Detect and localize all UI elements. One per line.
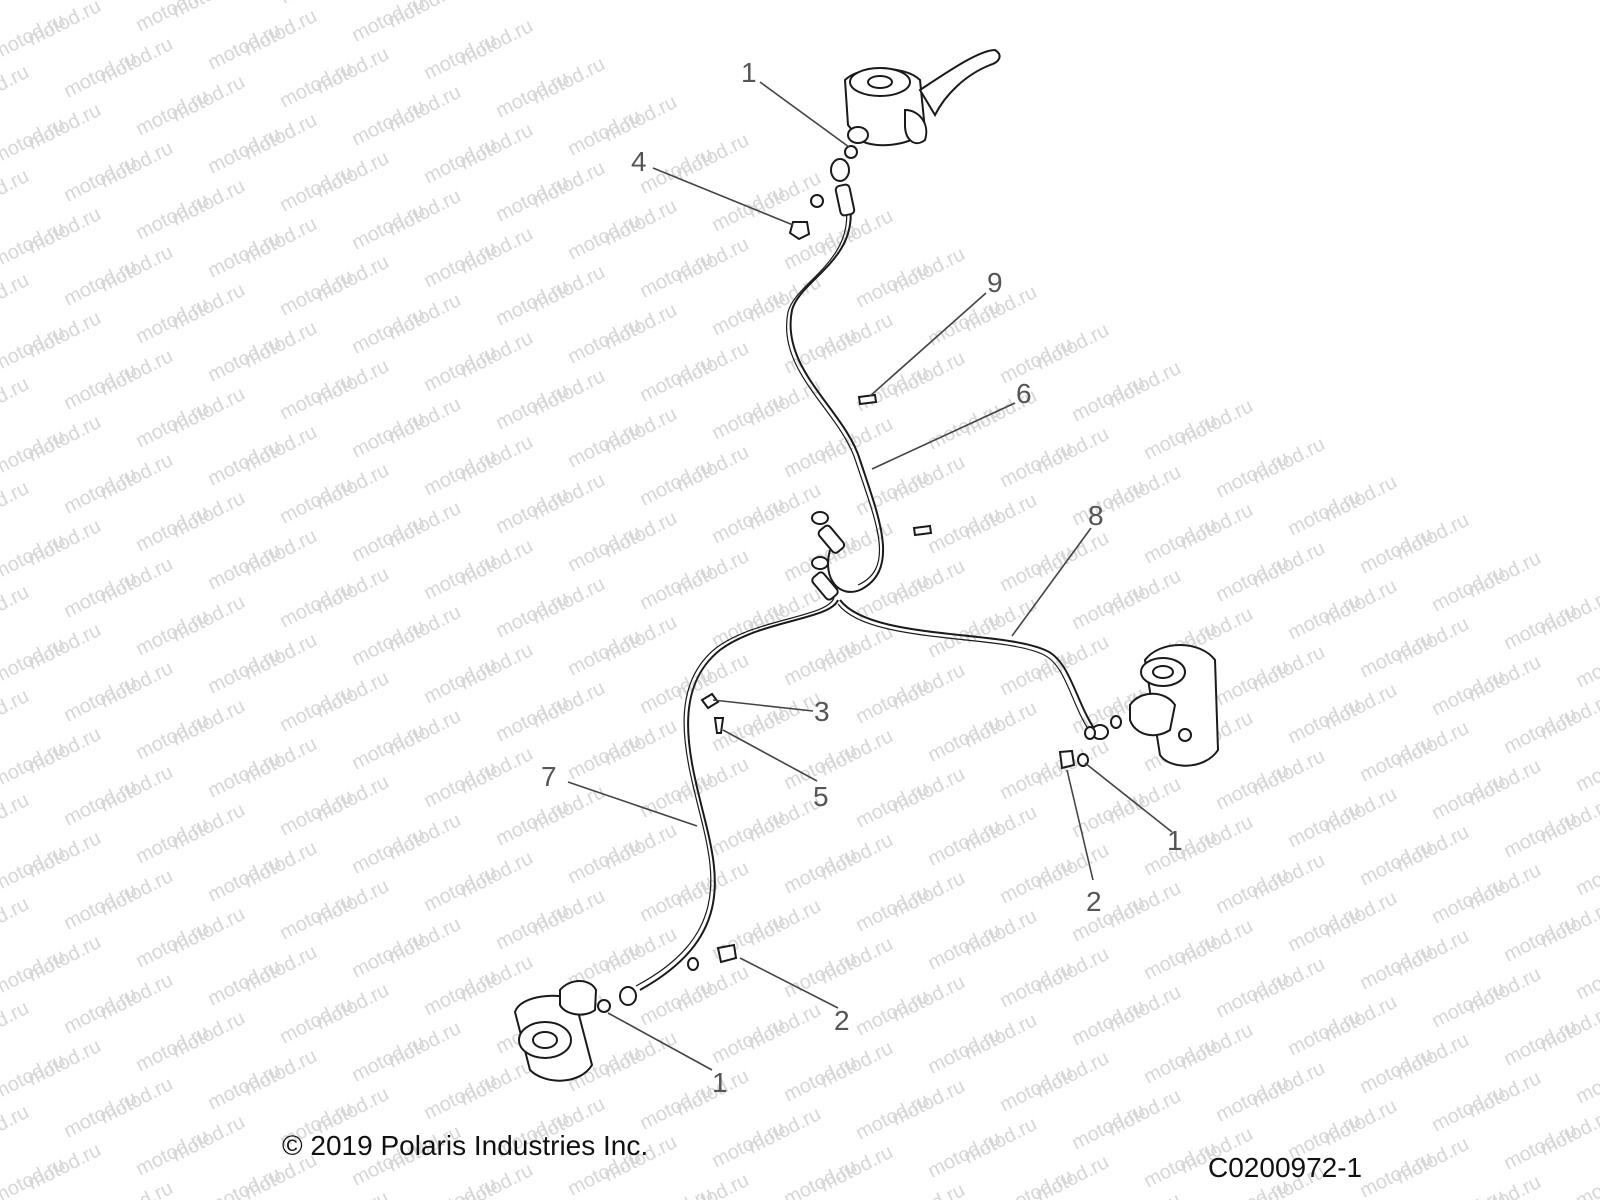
banjo-bolt-top (788, 221, 811, 241)
brake-hose-right-inner (837, 603, 1091, 733)
watermark-text: motod.ru (0, 0, 33, 12)
brake-hose-left-inner (635, 597, 835, 987)
leader-4 (652, 167, 794, 226)
watermark-text: motod.ru (0, 789, 33, 844)
callout-8: 8 (1088, 500, 1104, 531)
leader-5 (722, 729, 818, 782)
callout-1-right: 1 (1167, 825, 1183, 856)
copyright-notice: © 2019 Polaris Industries Inc. (282, 1130, 649, 1161)
callout-3: 3 (814, 696, 830, 727)
crush-washer-left-a (597, 999, 611, 1013)
hose-clip-mid (912, 524, 933, 537)
figure-code: C0200972-1 (1208, 1152, 1363, 1183)
callout-2-left: 2 (834, 1005, 850, 1036)
banjo-fitting-upper (830, 158, 850, 182)
brake-hose-left (639, 599, 839, 991)
callout-5: 5 (813, 781, 829, 812)
watermark-text: motod.ru (888, 1179, 968, 1200)
callout-4: 4 (631, 146, 647, 177)
watermark-text: motod.ru (0, 165, 33, 220)
crush-washer-left-b (687, 957, 699, 971)
watermark-text: motod.ru (96, 1177, 176, 1200)
brake-caliper-right (1129, 644, 1220, 767)
brake-hose-upper-inner (785, 204, 881, 586)
watermark-text: motod.ru (1572, 845, 1600, 900)
watermark-text: motod.ru (0, 997, 33, 1052)
hose-fitting-junction-b (811, 571, 839, 601)
watermark-text: motod.ru (0, 61, 33, 116)
crush-washer-right-a (1084, 726, 1096, 740)
leader-7 (567, 781, 698, 827)
brake-hose-upper (789, 204, 884, 593)
watermark-text: motod.ru (1572, 741, 1600, 796)
banjo-fitting-junction-a (811, 511, 829, 525)
callout-2-right: 2 (1086, 886, 1102, 917)
watermark-text: motod.ru (780, 1155, 860, 1200)
bleeder-screw (700, 692, 720, 710)
watermark-text: motod.ru (636, 1183, 716, 1200)
watermark-text: motod.ru (0, 373, 33, 428)
banjo-fitting-junction-b (811, 556, 829, 570)
watermark-text: motod.ru (1572, 1157, 1600, 1200)
leader-9 (869, 292, 987, 397)
watermark-text: motod.ru (0, 893, 33, 948)
crush-washer-top (844, 145, 858, 159)
leader-2-right (1066, 769, 1094, 881)
brake-hose-right (839, 599, 1096, 731)
callout-1-top: 1 (741, 57, 757, 88)
fastener-5 (713, 717, 725, 734)
banjo-bolt-left (716, 943, 738, 964)
watermark-text: motod.ru (420, 1173, 500, 1200)
leader-1-top (759, 81, 850, 148)
leader-1-left (607, 1012, 713, 1071)
watermark-text: motod.ru (1572, 1053, 1600, 1108)
leader-8 (1011, 527, 1092, 637)
hose-fitting-upper (834, 183, 856, 217)
watermark-text: motod.ru (1428, 1185, 1508, 1200)
hose-fitting-junction-a (817, 524, 846, 554)
watermark-text: motod.ru (132, 0, 212, 36)
master-cylinder (843, 48, 1001, 147)
watermark-text: motod.ru (1572, 949, 1600, 1004)
hose-clip-9 (857, 393, 878, 406)
watermark-text: motod.ru (1104, 1189, 1184, 1200)
callout-7: 7 (541, 761, 557, 792)
watermark-text: motod.ru (276, 0, 356, 8)
callout-9: 9 (987, 267, 1003, 298)
watermark-text: motod.ru (0, 685, 33, 740)
callout-1-left: 1 (712, 1067, 728, 1098)
crush-washer-upper-left (810, 194, 824, 208)
watermark-text: motod.ru (204, 1163, 284, 1200)
leader-3 (712, 699, 814, 712)
callout-6: 6 (1016, 378, 1032, 409)
watermark-text: motod.ru (348, 0, 428, 46)
crush-washer-right-b (1110, 715, 1122, 729)
leader-6 (871, 402, 1016, 470)
watermark-text: motod.ru (0, 581, 33, 636)
banjo-fitting-left (619, 986, 637, 1006)
leader-1-right (1084, 762, 1173, 833)
watermark-text: motod.ru (1572, 637, 1600, 692)
brake-caliper-left (513, 980, 598, 1082)
watermark-text: motod.ru (0, 477, 33, 532)
watermark-text: motod.ru (0, 1101, 33, 1156)
watermark-text: motod.ru (312, 1187, 392, 1200)
banjo-bolt-right (1058, 749, 1076, 770)
leader-2-left (739, 957, 839, 1009)
watermark-text: motod.ru (0, 269, 33, 324)
